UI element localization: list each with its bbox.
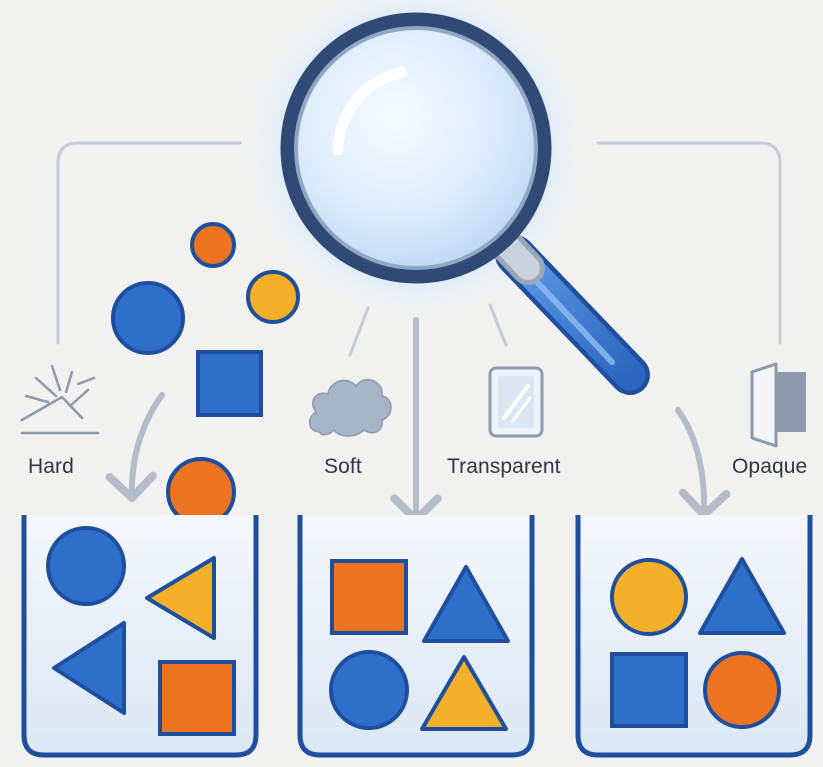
bin-2-yellow-triangle [420, 655, 508, 731]
connector-transparent [488, 303, 508, 347]
soft-cloud-icon [308, 378, 392, 437]
connector-lines [56, 141, 782, 357]
bin-2 [297, 515, 535, 758]
falling-orange-circle-small [190, 222, 236, 268]
bin-3-blue-square [610, 652, 688, 728]
connector-right [596, 141, 782, 345]
bin-1-yellow-triangle [145, 556, 216, 640]
connector-left [56, 141, 242, 345]
label-opaque: Opaque [732, 455, 808, 478]
bin-1 [21, 515, 259, 758]
magnifying-glass-icon [244, 0, 650, 395]
falling-yellow-circle [246, 270, 300, 324]
sort-arrows [105, 317, 731, 525]
arrow-left [105, 392, 165, 503]
label-soft: Soft [324, 455, 362, 478]
bin-3-yellow-circle [610, 558, 688, 636]
label-hard: Hard [28, 455, 74, 478]
hard-impact-icon [20, 364, 100, 435]
label-transparent: Transparent [447, 455, 561, 478]
opaque-block-icon [750, 362, 806, 448]
bin-2-blue-circle [329, 650, 409, 730]
falling-blue-circle [111, 281, 185, 355]
bin-3-orange-circle [703, 651, 781, 729]
bin-3-blue-triangle [698, 557, 786, 635]
bin-1-blue-triangle [52, 621, 126, 715]
transparent-glass-icon [488, 366, 544, 438]
bin-2-orange-square [330, 559, 408, 635]
bin-1-blue-circle [46, 526, 126, 606]
bin-1-orange-square [158, 660, 236, 736]
bin-3 [575, 515, 813, 758]
arrow-right [675, 407, 731, 520]
falling-shapes [111, 222, 300, 527]
connector-soft [348, 306, 370, 357]
bin-2-blue-triangle [422, 565, 510, 643]
falling-blue-square [196, 350, 263, 417]
